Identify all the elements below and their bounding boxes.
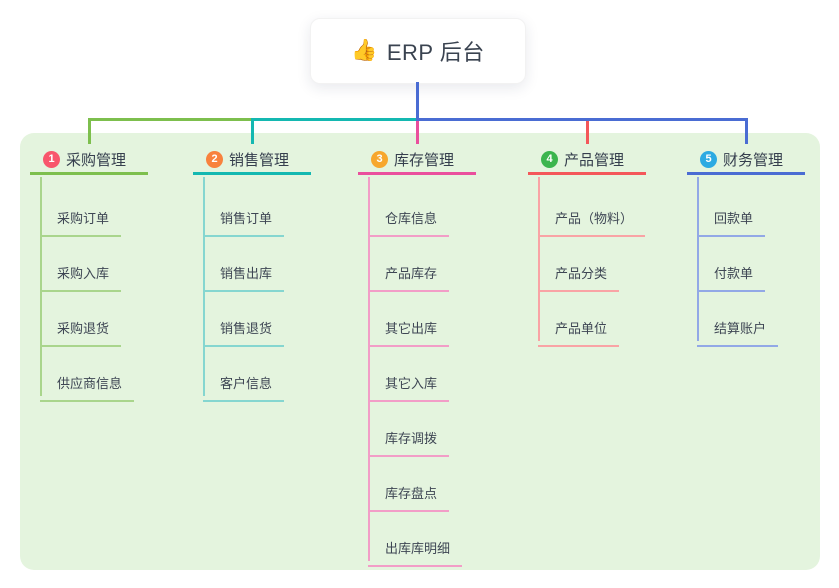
child-node[interactable]: 销售订单 bbox=[203, 202, 285, 237]
branch-node-3[interactable]: 3 库存管理 bbox=[358, 151, 476, 175]
child-node[interactable]: 结算账户 bbox=[697, 312, 779, 347]
branch-label: 产品管理 bbox=[564, 152, 625, 169]
child-spine-line bbox=[40, 177, 42, 396]
child-spine-line bbox=[697, 177, 699, 341]
branches-panel bbox=[20, 133, 820, 570]
branch-node-1[interactable]: 1 采购管理 bbox=[30, 151, 148, 175]
child-node[interactable]: 出库库明细 bbox=[368, 532, 463, 567]
child-node[interactable]: 销售出库 bbox=[203, 257, 285, 292]
branch-label: 库存管理 bbox=[394, 152, 455, 169]
child-node[interactable]: 仓库信息 bbox=[368, 202, 450, 237]
drop-line-branch-4 bbox=[585, 121, 589, 144]
child-node[interactable]: 供应商信息 bbox=[40, 367, 135, 402]
child-node[interactable]: 采购入库 bbox=[40, 257, 122, 292]
drop-line-branch-5 bbox=[744, 118, 748, 144]
child-node[interactable]: 其它出库 bbox=[368, 312, 450, 347]
root-stem-line bbox=[415, 82, 419, 121]
branch-node-2[interactable]: 2 销售管理 bbox=[193, 151, 311, 175]
hline-branch-5 bbox=[415, 118, 748, 121]
drop-line-branch-2 bbox=[250, 118, 254, 144]
child-node[interactable]: 产品库存 bbox=[368, 257, 450, 292]
child-node[interactable]: 库存调拨 bbox=[368, 422, 450, 457]
branch-label: 财务管理 bbox=[723, 152, 784, 169]
branch-number-badge: 2 bbox=[206, 151, 223, 168]
child-node[interactable]: 产品（物料） bbox=[538, 202, 646, 237]
root-node[interactable]: 👍 ERP 后台 bbox=[310, 18, 526, 84]
child-node[interactable]: 其它入库 bbox=[368, 367, 450, 402]
branch-number-badge: 5 bbox=[700, 151, 717, 168]
child-node[interactable]: 采购订单 bbox=[40, 202, 122, 237]
branch-label: 采购管理 bbox=[66, 152, 127, 169]
branch-number-badge: 1 bbox=[43, 151, 60, 168]
child-spine-line bbox=[538, 177, 540, 341]
child-node[interactable]: 付款单 bbox=[697, 257, 766, 292]
branch-number-badge: 3 bbox=[371, 151, 388, 168]
hline-branch-2 bbox=[250, 118, 419, 121]
branch-node-4[interactable]: 4 产品管理 bbox=[528, 151, 646, 175]
drop-line-branch-3 bbox=[415, 121, 419, 144]
child-node[interactable]: 产品分类 bbox=[538, 257, 620, 292]
branch-label: 销售管理 bbox=[229, 152, 290, 169]
child-spine-line bbox=[368, 177, 370, 561]
branch-node-5[interactable]: 5 财务管理 bbox=[687, 151, 805, 175]
root-node-label: ERP 后台 bbox=[386, 40, 485, 65]
child-spine-line bbox=[203, 177, 205, 396]
child-node[interactable]: 回款单 bbox=[697, 202, 766, 237]
thumbs-up-icon: 👍 bbox=[351, 39, 378, 62]
child-node[interactable]: 销售退货 bbox=[203, 312, 285, 347]
child-node[interactable]: 采购退货 bbox=[40, 312, 122, 347]
child-node[interactable]: 产品单位 bbox=[538, 312, 620, 347]
child-node[interactable]: 客户信息 bbox=[203, 367, 285, 402]
branch-number-badge: 4 bbox=[541, 151, 558, 168]
hline-branch-1 bbox=[87, 118, 254, 121]
drop-line-branch-1 bbox=[87, 118, 91, 144]
child-node[interactable]: 库存盘点 bbox=[368, 477, 450, 512]
